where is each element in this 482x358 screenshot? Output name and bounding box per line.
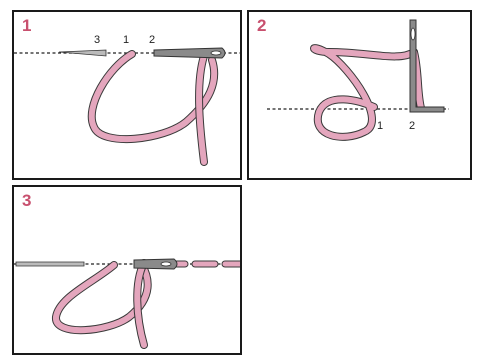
needle (153, 47, 226, 59)
point-label-2: 2 (149, 34, 156, 46)
step-2-panel: 2 1 2 (247, 10, 472, 180)
needle-eye (160, 261, 172, 267)
finished-stitch (221, 260, 240, 268)
point-label-3: 3 (94, 34, 101, 46)
thread (88, 51, 218, 143)
needle-tip (58, 49, 107, 57)
thread (311, 45, 417, 140)
thread-tail (134, 260, 147, 348)
finished-stitch (191, 260, 219, 268)
thread (53, 262, 151, 334)
stitch-illustration-2 (267, 19, 449, 141)
point-label-2: 2 (409, 120, 416, 132)
step-number: 3 (22, 191, 32, 210)
step-1-panel: 1 3 1 2 (12, 10, 242, 180)
needle (133, 258, 178, 270)
step-3-panel: 3 (12, 185, 242, 355)
stitch-illustration-1 (14, 47, 240, 166)
step-number: 2 (257, 16, 267, 35)
needle-eye (410, 27, 416, 41)
stitch-illustration-3 (14, 258, 240, 349)
point-label-1: 1 (377, 120, 384, 132)
point-label-1: 1 (123, 34, 130, 46)
step-number: 1 (22, 16, 32, 35)
needle-eye (210, 50, 222, 56)
thread-tail (196, 53, 207, 165)
needle-tip (15, 261, 85, 267)
